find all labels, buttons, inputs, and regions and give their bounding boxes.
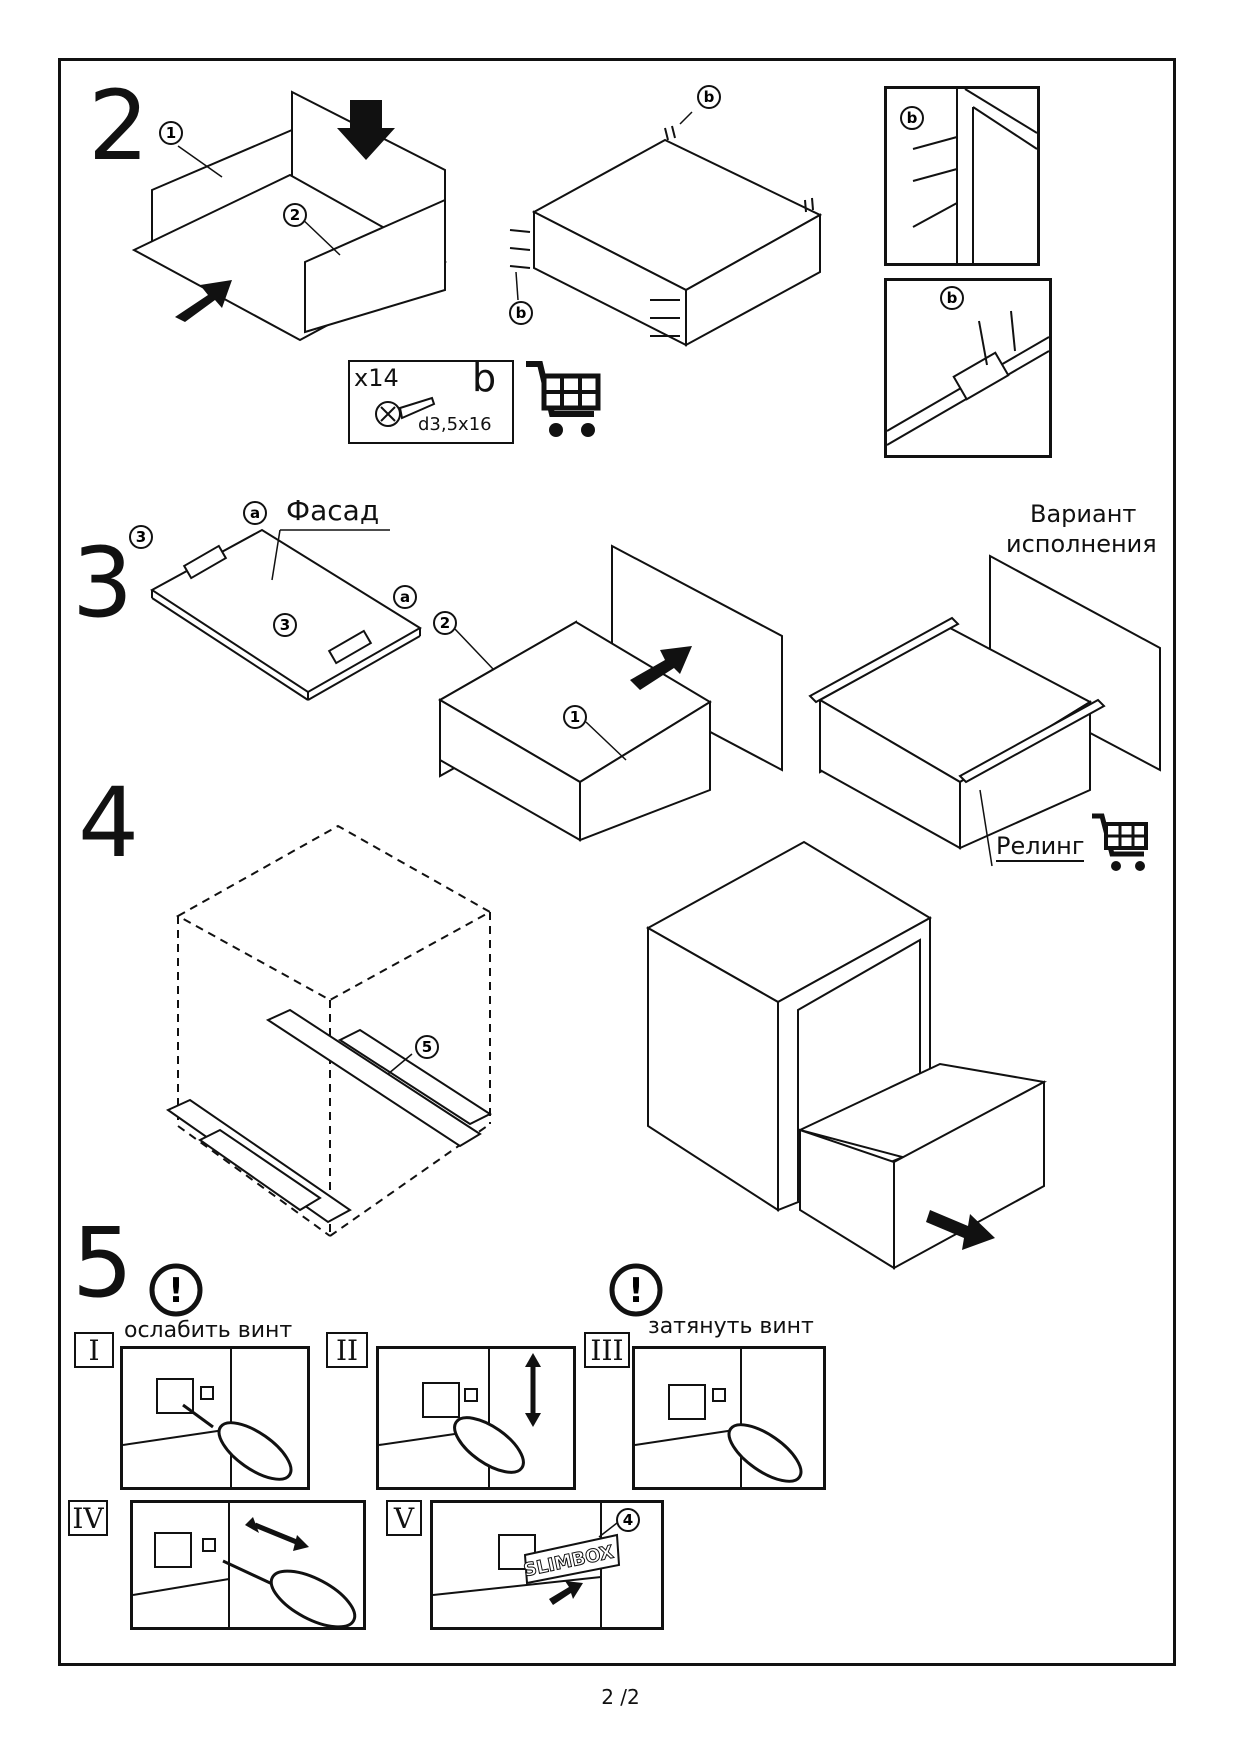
callout-3: 3 [129, 525, 153, 549]
detail-drawing [886, 310, 1050, 446]
svg-text:3: 3 [280, 616, 290, 634]
screw-icon [375, 396, 436, 427]
svg-text:!: ! [628, 1271, 644, 1311]
substep-IV: IV [68, 1500, 108, 1536]
screwdriver-illustration [634, 1349, 803, 1487]
page-number: 2 /2 [601, 1685, 640, 1709]
svg-text:b: b [704, 88, 715, 106]
parts-box: x14 b d3,5x16 [348, 356, 514, 444]
svg-text:5: 5 [422, 1038, 432, 1056]
svg-text:2: 2 [440, 614, 450, 632]
substep-II: II [326, 1332, 368, 1368]
substep-panel-III [632, 1346, 826, 1490]
svg-text:2: 2 [290, 206, 300, 224]
callout-2: 2 [283, 203, 307, 227]
variant-label-line2: исполнения [1006, 530, 1157, 558]
substep-I: I [74, 1332, 114, 1368]
screwdriver-illustration [378, 1349, 541, 1487]
facade-label: Фасад [286, 494, 380, 527]
substep-panel-IV [130, 1500, 366, 1630]
callout-1: 1 [159, 121, 183, 145]
detail-drawing [912, 88, 1038, 263]
page-frame [58, 58, 1176, 1666]
callout-a: a [393, 585, 417, 609]
variant-label-line1: Вариант [1030, 500, 1137, 528]
callout-5: 5 [415, 1035, 439, 1059]
callout-4: 4 [616, 1508, 640, 1532]
parts-letter: b [472, 356, 497, 400]
svg-text:!: ! [168, 1271, 184, 1311]
warning-icon: ! [149, 1263, 203, 1317]
callout-1: 1 [563, 705, 587, 729]
screwdriver-illustration [122, 1349, 293, 1487]
callout-b: b [900, 106, 924, 130]
loosen-screw-label: ослабить винт [124, 1318, 293, 1343]
svg-text:1: 1 [570, 708, 580, 726]
svg-text:a: a [250, 504, 260, 522]
substep-panel-I [120, 1346, 310, 1490]
cover-cap-illustration: SLIMBOX [432, 1503, 621, 1627]
substep-panel-V: SLIMBOX 4 [430, 1500, 664, 1630]
parts-qty: x14 [354, 364, 399, 392]
callout-a: a [243, 501, 267, 525]
callout-b: b [940, 286, 964, 310]
svg-text:b: b [516, 304, 527, 322]
svg-text:a: a [400, 588, 410, 606]
substep-V: V [386, 1500, 422, 1536]
svg-text:1: 1 [166, 124, 176, 142]
cart-icon [526, 361, 601, 437]
reling-label: Релинг [996, 832, 1085, 862]
warning-icon: ! [609, 1263, 663, 1317]
svg-text:b: b [947, 289, 958, 307]
substep-panel-II [376, 1346, 576, 1490]
svg-text:b: b [907, 109, 918, 127]
svg-text:4: 4 [623, 1511, 633, 1529]
callout-b: b [697, 85, 721, 109]
svg-text:3: 3 [136, 528, 146, 546]
detail-box-runner: b [884, 278, 1052, 458]
parts-spec: d3,5x16 [418, 414, 492, 435]
callout-b: b [509, 301, 533, 325]
callout-2: 2 [433, 611, 457, 635]
screwdriver-illustration [132, 1503, 357, 1629]
callout-3: 3 [273, 613, 297, 637]
step-number-3: 3 [72, 527, 134, 639]
detail-box-screws-top: b [884, 86, 1040, 266]
step-number-5: 5 [72, 1207, 134, 1319]
substep-III: III [584, 1332, 630, 1368]
step-number-2: 2 [88, 70, 150, 182]
step-number-4: 4 [78, 767, 140, 879]
tighten-screw-label: затянуть винт [648, 1314, 814, 1339]
cart-icon [1092, 813, 1148, 871]
